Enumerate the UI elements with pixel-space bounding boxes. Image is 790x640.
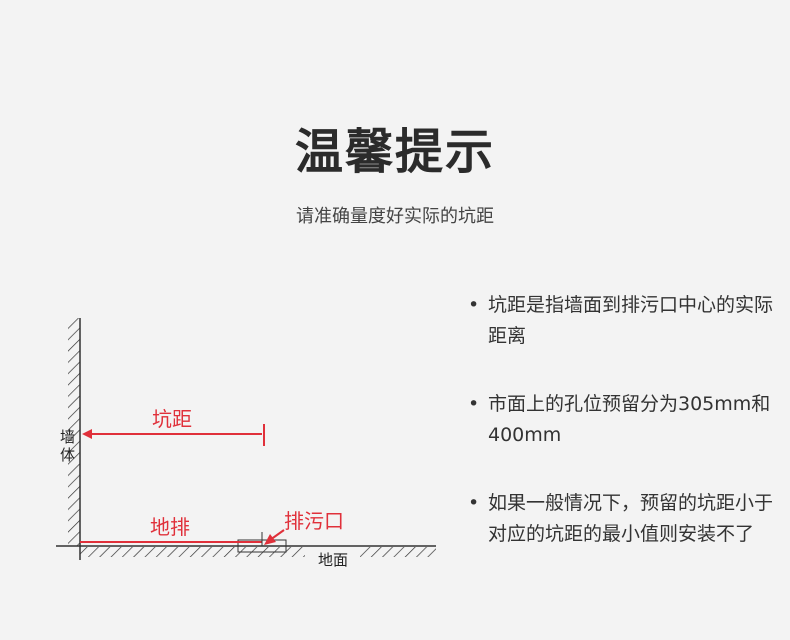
- pit-distance-arrowhead: [82, 429, 92, 439]
- page-subtitle: 请准确量度好实际的坑距: [296, 206, 494, 227]
- floor-hatch: [80, 547, 305, 557]
- note-item: • 如果一般情况下，预留的坑距小于对应的坑距的最小值则安装不了: [466, 488, 776, 550]
- wall-label-1: 墙: [60, 428, 75, 446]
- bullet: •: [468, 393, 480, 415]
- drain-outlet-arrowhead: [264, 534, 276, 545]
- wall-label-2: 体: [60, 446, 75, 464]
- drain-outlet-label: 排污口: [284, 509, 344, 533]
- note-item: • 坑距是指墙面到排污口中心的实际距离: [466, 290, 776, 352]
- pit-distance-label: 坑距: [152, 407, 192, 431]
- bullet: •: [468, 294, 480, 316]
- note-text: 市面上的孔位预留分为305mm和400mm: [488, 393, 771, 446]
- floor-hatch-right: [360, 547, 436, 557]
- note-text: 坑距是指墙面到排污口中心的实际距离: [488, 294, 774, 347]
- page-title: 温馨提示: [294, 124, 495, 180]
- bullet: •: [468, 492, 480, 514]
- floor-label: 地面: [318, 551, 348, 569]
- floor-drain-label: 地排: [150, 515, 190, 539]
- note-item: • 市面上的孔位预留分为305mm和400mm: [466, 389, 776, 451]
- note-text: 如果一般情况下，预留的坑距小于对应的坑距的最小值则安装不了: [488, 492, 774, 545]
- wall-hatch: [68, 318, 80, 546]
- notes-list: • 坑距是指墙面到排污口中心的实际距离 • 市面上的孔位预留分为305mm和40…: [466, 290, 776, 587]
